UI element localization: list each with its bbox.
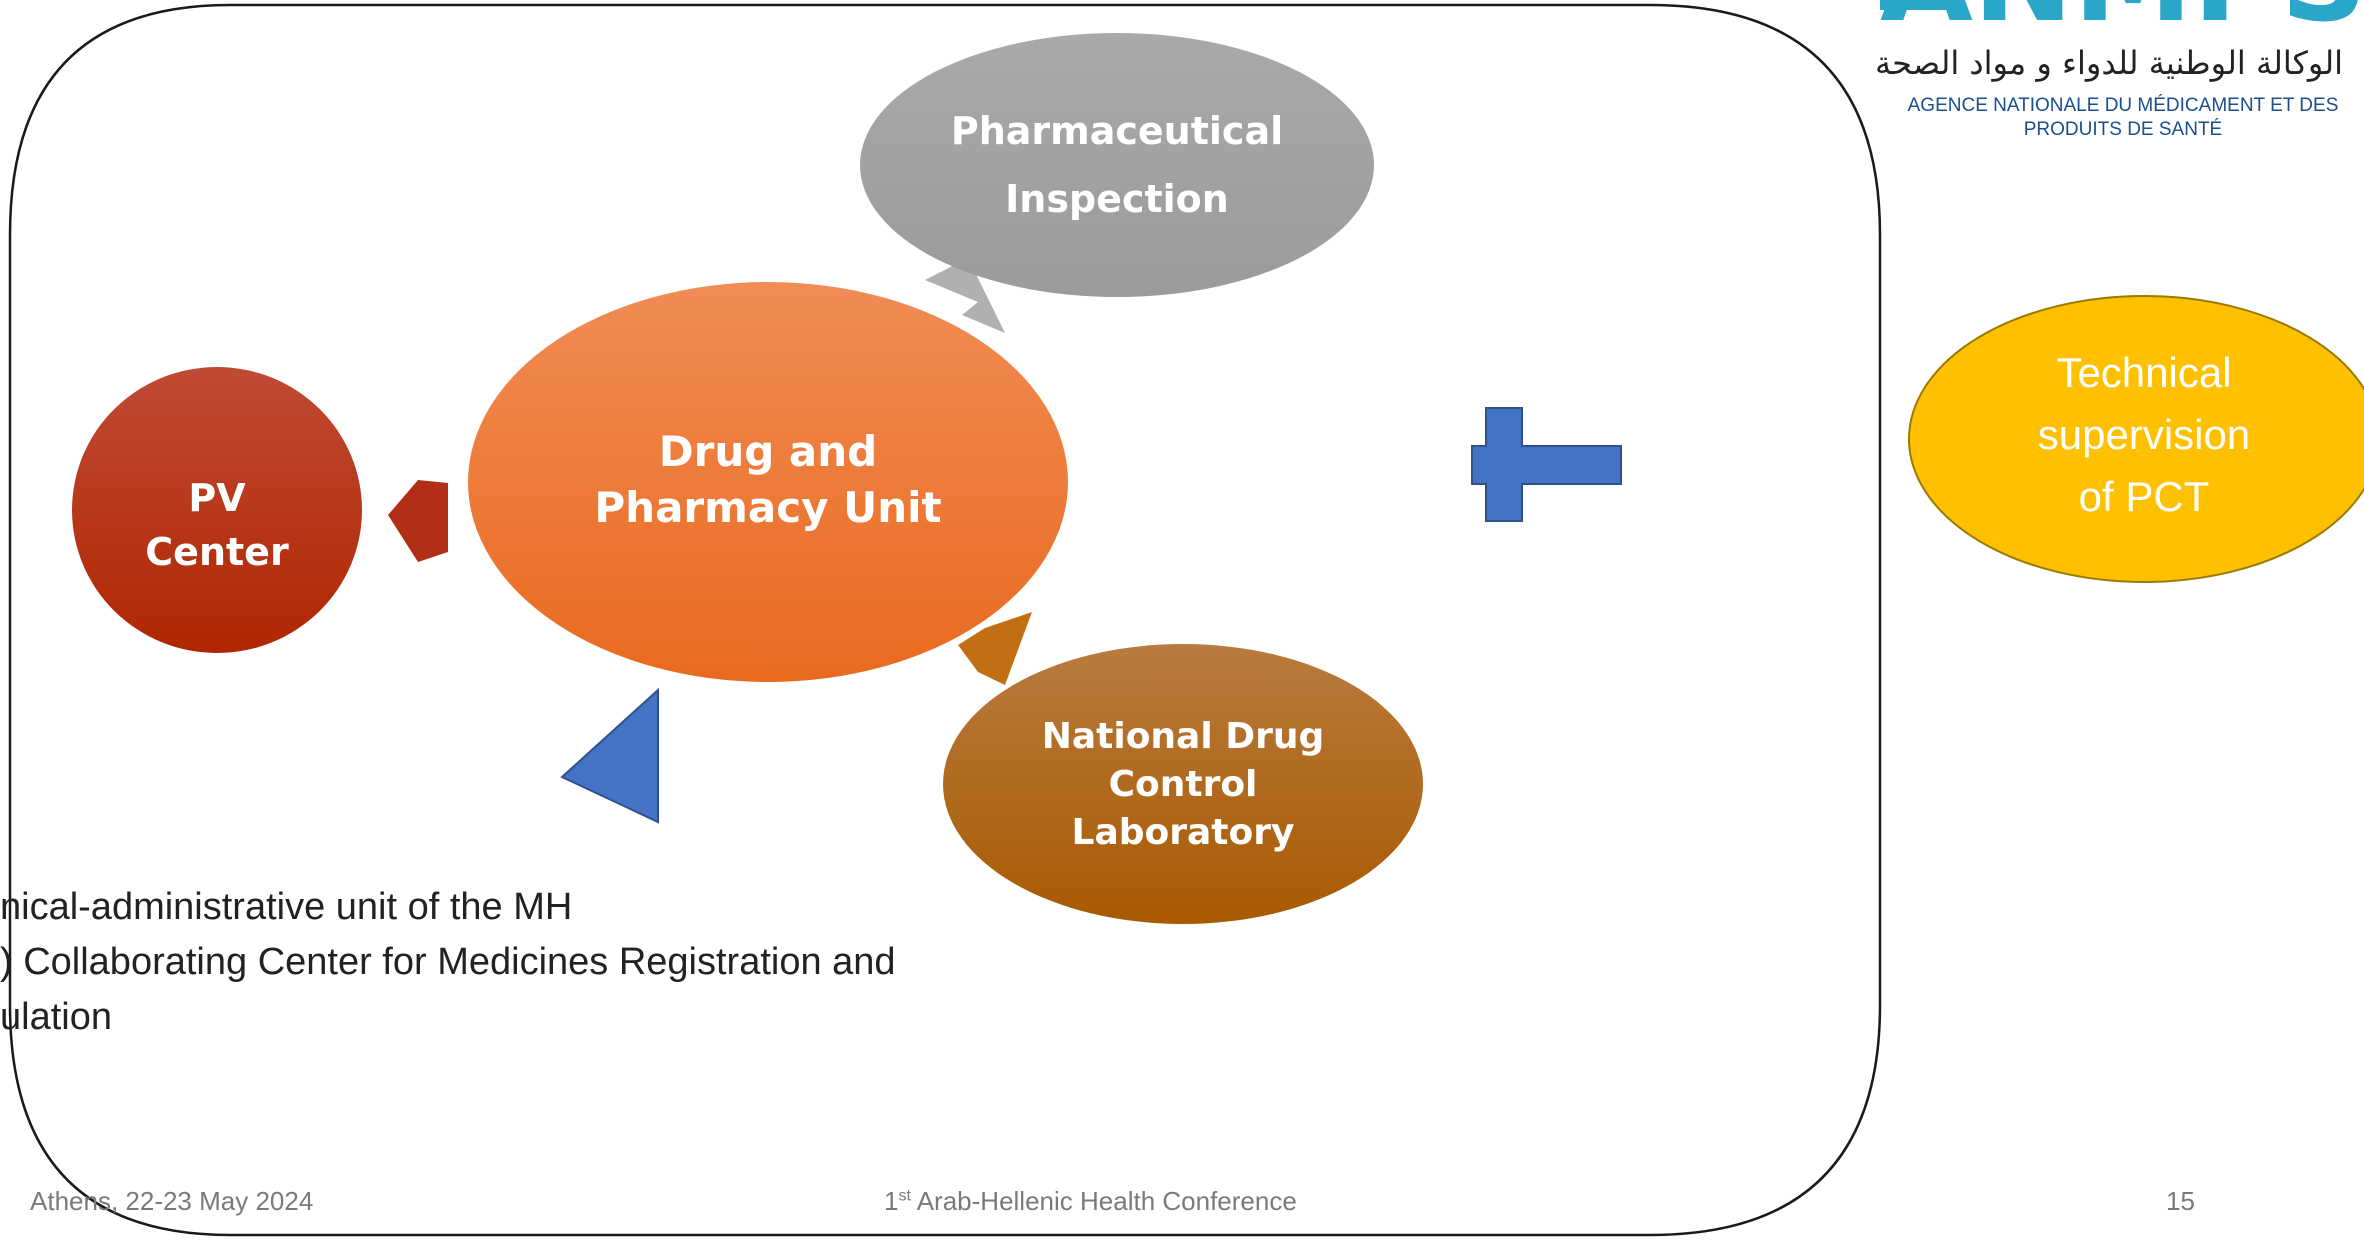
plus-shape — [1471, 407, 1622, 522]
footer-conference-name: Arab-Hellenic Health Conference — [910, 1186, 1297, 1216]
tech-line3: of PCT — [2078, 473, 2210, 520]
bullet-line-3: ulation — [0, 996, 112, 1038]
label-technical-supervision: Technical supervision of PCT — [1960, 340, 2328, 530]
label-national-lab: National Drug Control Laboratory — [1020, 705, 1346, 865]
logo-french-line1: AGENCE NATIONALE DU MÉDICAMENT ET DES — [1907, 95, 2339, 116]
lab-line3: Laboratory — [1071, 812, 1295, 853]
tech-line1: Technical — [2056, 349, 2232, 396]
pv-line2: Center — [145, 530, 289, 574]
arrow-to-laboratory — [958, 612, 1032, 685]
footer-location-date: Athens, 22-23 May 2024 — [30, 1186, 314, 1216]
page-number: 15 — [2166, 1186, 2195, 1216]
bullet-line-1: nical-administrative unit of the MH — [0, 886, 573, 928]
footer-conference-title: 1st Arab-Hellenic Health Conference — [884, 1186, 1297, 1217]
label-pharmaceutical-inspection: Pharmaceutical Inspection — [920, 95, 1314, 235]
footer-ordinal-suffix: st — [898, 1187, 911, 1205]
inspection-line1: Pharmaceutical — [950, 109, 1284, 153]
logo-mark — [1880, 0, 1950, 10]
ellipse-pharmaceutical-inspection — [860, 33, 1374, 297]
ellipse-national-lab — [943, 644, 1423, 924]
lab-line2: Control — [1108, 764, 1258, 805]
footer-ordinal: 1 — [884, 1186, 899, 1216]
unit-line1: Drug and — [658, 427, 878, 476]
inspection-line2: Inspection — [1005, 177, 1229, 221]
bullet-line-2: ) Collaborating Center for Medicines Reg… — [0, 941, 896, 983]
label-drug-pharmacy-unit: Drug and Pharmacy Unit — [530, 420, 1006, 540]
tech-line2: supervision — [2037, 411, 2251, 458]
logo-arabic-name: الوكالة الوطنية للدواء و مواد الصحة — [1875, 44, 2344, 82]
pv-line1: PV — [188, 476, 246, 520]
arrow-to-pv-center — [388, 480, 448, 562]
content-frame — [8, 3, 1882, 1237]
logo-french-name: AGENCE NATIONALE DU MÉDICAMENT ET DES PR… — [1853, 94, 2364, 142]
logo-wordmark: ANMPS — [1880, 0, 2364, 49]
ellipse-technical-supervision — [1908, 295, 2364, 583]
triangle-shape — [560, 687, 659, 824]
logo-french-line2: PRODUITS DE SANTÉ — [2023, 119, 2223, 140]
ellipse-pv-center — [72, 367, 362, 653]
arrow-to-inspection — [925, 258, 1005, 333]
lab-line1: National Drug — [1041, 716, 1325, 757]
unit-line2: Pharmacy Unit — [594, 483, 942, 532]
label-pv-center: PV Center — [110, 470, 324, 580]
ellipse-drug-pharmacy-unit — [468, 282, 1068, 682]
